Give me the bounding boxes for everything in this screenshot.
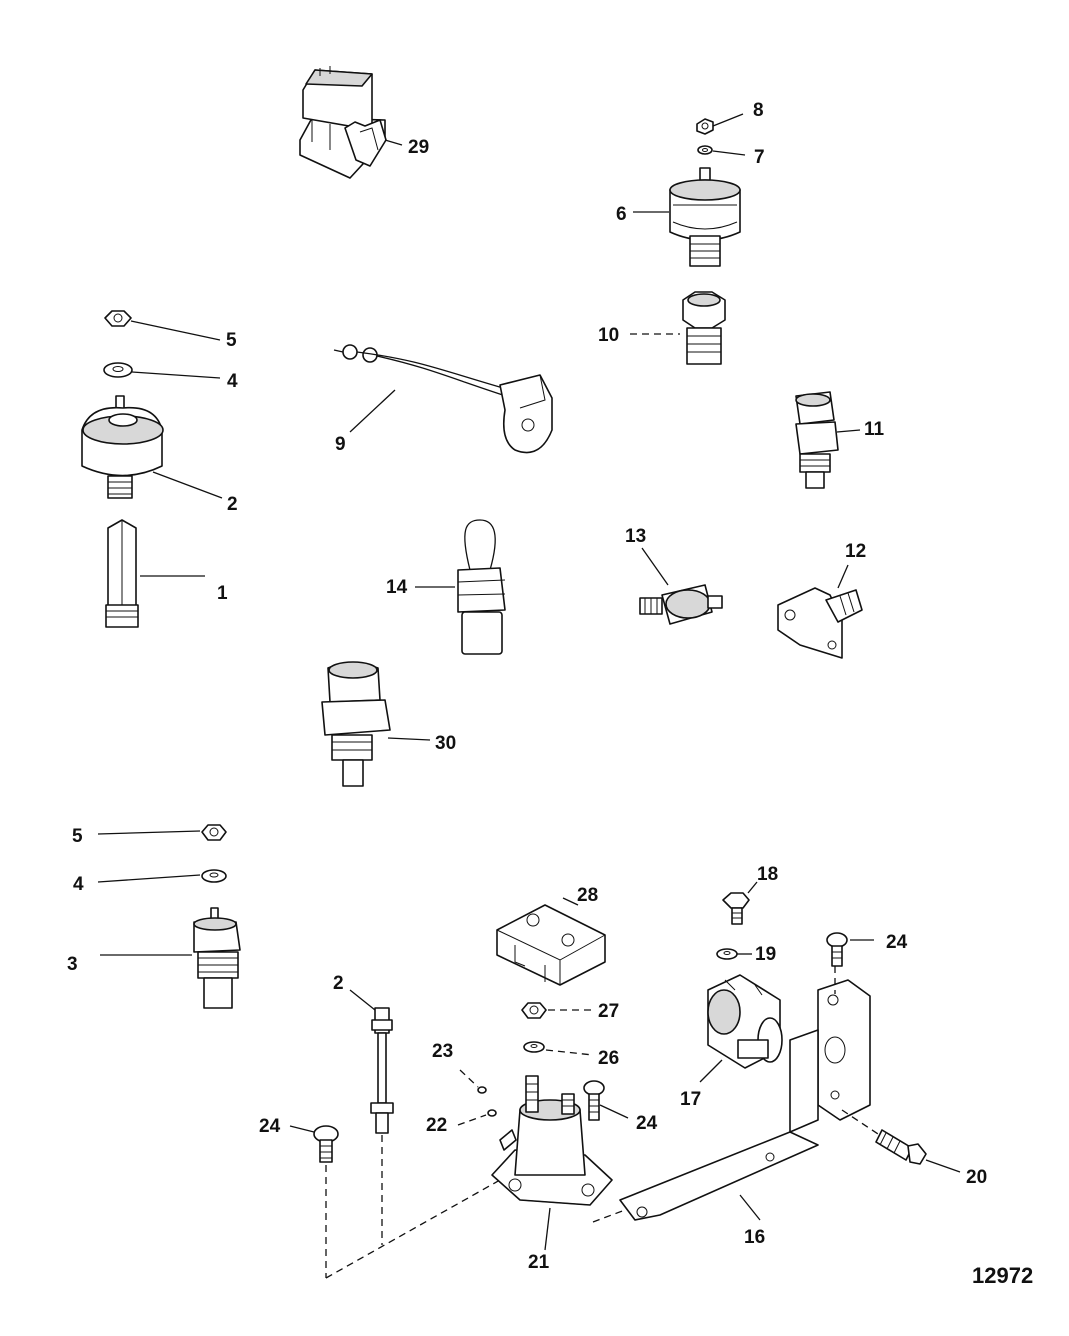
nut-icon xyxy=(104,310,132,327)
callout-12: 12 xyxy=(845,541,866,562)
callout-27: 27 xyxy=(598,1001,619,1022)
callout-5-upper: 5 xyxy=(226,330,237,351)
callout-30: 30 xyxy=(435,733,456,754)
washer-icon xyxy=(716,948,738,960)
callout-10: 10 xyxy=(598,325,619,346)
washer-icon xyxy=(487,1109,497,1117)
callout-9: 9 xyxy=(335,434,346,455)
bracket-icon xyxy=(619,979,871,1221)
temperature-sensor-icon xyxy=(321,661,391,787)
wire-harness-icon xyxy=(333,344,553,454)
washer-icon xyxy=(477,1086,487,1094)
oil-pressure-switch-icon xyxy=(669,167,741,267)
callout-2-upper: 2 xyxy=(227,494,238,515)
extension-fitting-icon xyxy=(105,519,139,628)
screw-icon xyxy=(826,932,848,967)
callout-4-lower: 4 xyxy=(73,874,84,895)
callout-19: 19 xyxy=(755,944,776,965)
solenoid-icon xyxy=(707,974,783,1069)
callout-28: 28 xyxy=(577,885,598,906)
connector-sensor-icon xyxy=(457,519,506,655)
relay-icon xyxy=(299,66,387,179)
callout-20: 20 xyxy=(966,1167,987,1188)
adapter-fitting-icon xyxy=(682,291,726,365)
lockwasher-icon xyxy=(103,362,133,378)
screw-icon xyxy=(313,1125,339,1163)
temperature-sender-icon xyxy=(193,907,241,1009)
callout-21: 21 xyxy=(528,1252,550,1273)
callout-1: 1 xyxy=(217,583,228,604)
callout-29: 29 xyxy=(408,137,429,158)
sensor-icon xyxy=(795,391,839,489)
starter-solenoid-icon xyxy=(491,1075,613,1206)
nut-icon xyxy=(696,118,714,135)
callout-6: 6 xyxy=(616,204,627,225)
figure-number: 12972 xyxy=(972,1263,1033,1288)
callout-8: 8 xyxy=(753,100,764,121)
callout-18: 18 xyxy=(757,864,778,885)
screw-icon xyxy=(583,1080,605,1121)
knock-sensor-icon xyxy=(639,584,723,625)
lockwasher-icon xyxy=(201,869,227,883)
callout-11: 11 xyxy=(864,419,885,440)
callout-24-right: 24 xyxy=(886,932,908,953)
callout-2-lower: 2 xyxy=(333,973,344,994)
callout-5-lower: 5 xyxy=(72,826,83,847)
lockwasher-icon xyxy=(523,1041,545,1053)
callout-16: 16 xyxy=(744,1227,765,1248)
screw-icon xyxy=(875,1129,927,1165)
callout-22: 22 xyxy=(426,1115,447,1136)
callout-4-upper: 4 xyxy=(227,371,238,392)
pressure-sender-icon xyxy=(81,395,164,499)
callout-17: 17 xyxy=(680,1089,701,1110)
screw-icon xyxy=(722,892,750,925)
callout-23: 23 xyxy=(432,1041,453,1062)
callout-24-center: 24 xyxy=(636,1113,658,1134)
callout-14: 14 xyxy=(386,577,408,598)
nut-icon xyxy=(201,824,227,841)
nut-icon xyxy=(521,1002,547,1019)
callout-7: 7 xyxy=(754,147,765,168)
stud-icon xyxy=(370,1007,394,1134)
callout-3: 3 xyxy=(67,954,78,975)
callout-26: 26 xyxy=(598,1048,619,1069)
elbow-fitting-icon xyxy=(777,587,863,659)
callout-13: 13 xyxy=(625,526,646,547)
cover-icon xyxy=(496,904,606,986)
washer-icon xyxy=(697,145,713,155)
callout-24-left: 24 xyxy=(259,1116,281,1137)
